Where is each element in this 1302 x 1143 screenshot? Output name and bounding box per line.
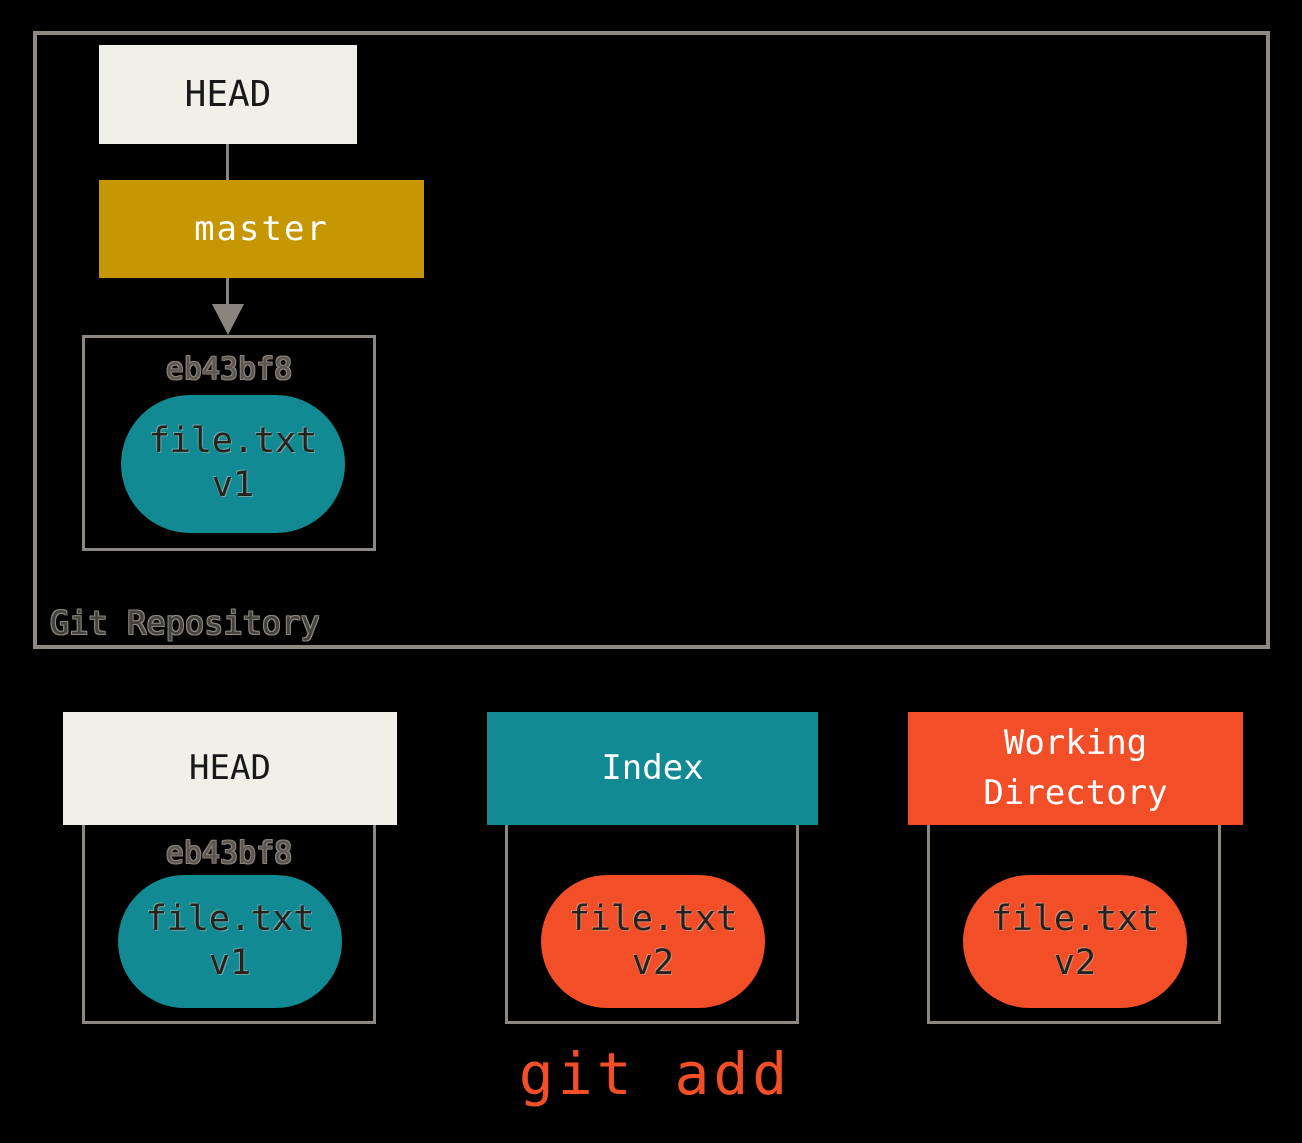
master-branch-label: master: [194, 209, 329, 249]
head-pointer-box: HEAD: [99, 45, 357, 144]
working-directory-column-box: file.txt v2: [927, 822, 1221, 1024]
file-name-label: file.txt: [990, 898, 1160, 939]
git-repository-box: [33, 31, 1270, 649]
commit-file-blob: file.txt v1: [121, 395, 345, 533]
connector-master-to-commit: [226, 278, 229, 305]
file-version-label: v2: [1053, 942, 1097, 983]
index-column-header: Index: [487, 712, 818, 825]
head-column-title: HEAD: [189, 747, 271, 788]
working-directory-file-blob: file.txt v2: [963, 875, 1187, 1008]
file-version-label: v1: [211, 465, 255, 505]
file-name-label: file.txt: [568, 898, 738, 939]
master-branch-box: master: [99, 180, 424, 278]
index-column-title: Index: [601, 747, 704, 788]
head-commit-id-label: eb43bf8: [165, 836, 293, 871]
head-pointer-label: HEAD: [184, 74, 272, 115]
head-column-box: eb43bf8 file.txt v1: [82, 822, 376, 1024]
working-directory-column-header: Working Directory: [908, 712, 1243, 825]
file-name-label: file.txt: [145, 898, 315, 939]
commit-id-label: eb43bf8: [165, 352, 293, 387]
arrowhead-down-icon: [212, 304, 244, 335]
connector-head-to-master: [226, 144, 229, 180]
head-column-header: HEAD: [63, 712, 397, 825]
working-directory-column-title: Working Directory: [983, 723, 1168, 813]
file-version-label: v2: [631, 942, 675, 983]
git-repository-label: Git Repository: [50, 604, 320, 642]
file-version-label: v1: [208, 942, 252, 983]
git-add-command-label: git add: [518, 1040, 792, 1108]
head-file-blob: file.txt v1: [118, 875, 342, 1008]
file-name-label: file.txt: [148, 421, 318, 462]
index-column-box: file.txt v2: [505, 822, 799, 1024]
commit-box: eb43bf8 file.txt v1: [82, 335, 376, 551]
index-file-blob: file.txt v2: [541, 875, 765, 1008]
